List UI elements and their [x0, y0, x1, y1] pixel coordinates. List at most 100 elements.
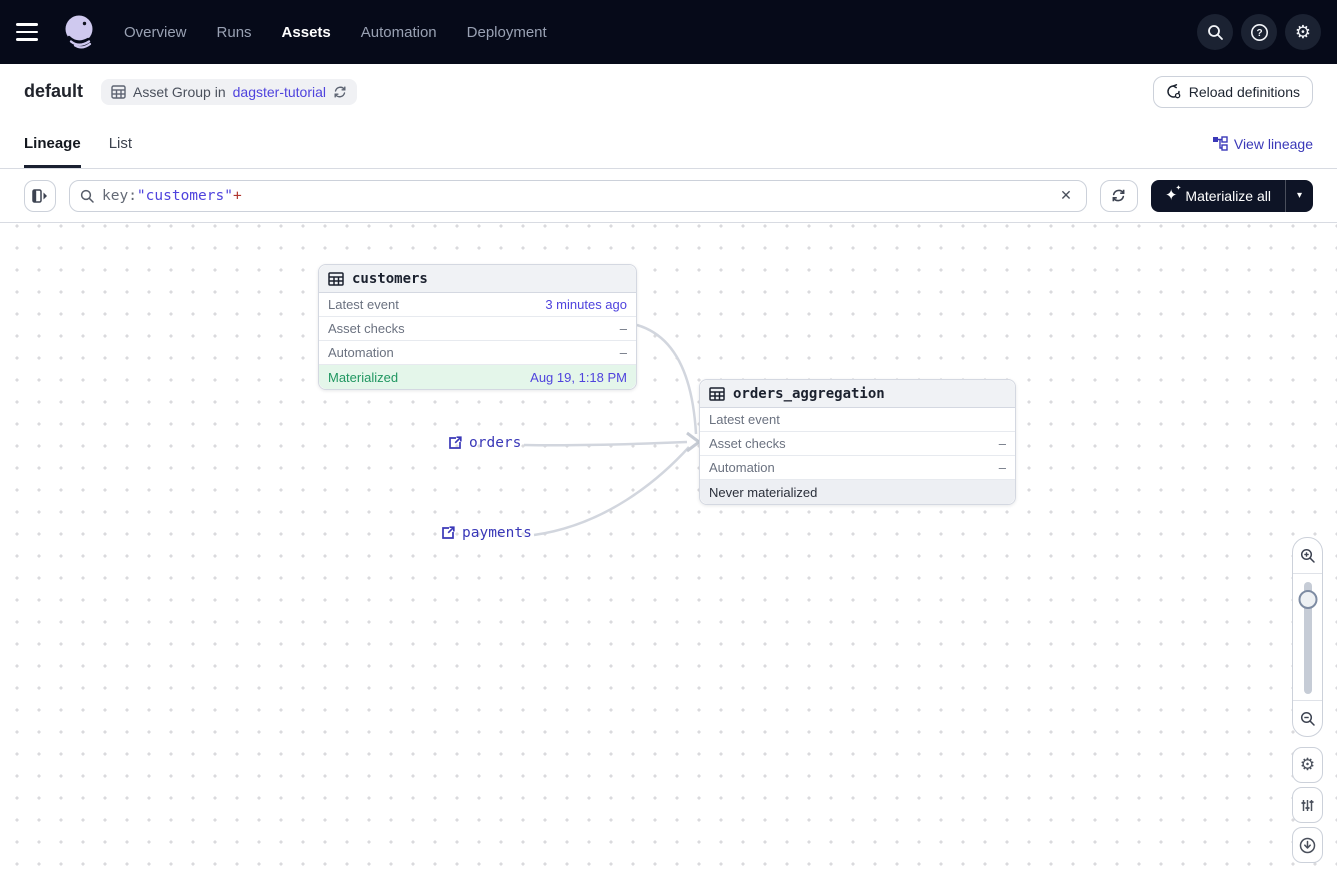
panel-expand-icon: [32, 188, 47, 203]
node-row-latest-event: Latest event 3 minutes ago: [319, 293, 636, 317]
search-icon: [80, 189, 94, 203]
materialize-all-button[interactable]: ✦ Materialize all: [1151, 180, 1285, 212]
query-key-token: key:: [102, 187, 137, 204]
never-materialized-label: Never materialized: [709, 484, 818, 500]
asset-node-header[interactable]: customers: [319, 265, 636, 293]
row-label: Latest event: [709, 412, 780, 427]
search-button[interactable]: [1197, 14, 1233, 50]
svg-text:?: ?: [1256, 28, 1262, 39]
external-asset-orders[interactable]: orders: [448, 435, 521, 451]
row-value: –: [619, 345, 627, 360]
node-row-asset-checks: Asset checks –: [319, 317, 636, 341]
edge-arrowhead: [686, 431, 701, 453]
dagster-logo[interactable]: [58, 10, 102, 54]
zoom-slider-knob[interactable]: [1298, 590, 1317, 609]
asset-group-badge: Asset Group in dagster-tutorial: [101, 78, 358, 105]
asset-group-icon: [111, 84, 126, 99]
nav-item-deployment[interactable]: Deployment: [466, 23, 547, 41]
query-plus-token: +: [232, 187, 242, 204]
table-icon: [328, 271, 344, 286]
zoom-out-button[interactable]: [1293, 700, 1322, 736]
arrow-down-circle-icon: [1299, 837, 1316, 853]
nav-item-runs[interactable]: Runs: [216, 23, 252, 41]
sync-icon[interactable]: [333, 85, 347, 99]
tab-list-label: List: [108, 135, 133, 152]
asset-node-header[interactable]: orders_aggregation: [700, 380, 1015, 408]
edge-customers-to-orders-aggregation: [636, 323, 698, 435]
zoom-out-icon: [1300, 711, 1315, 726]
lineage-edges: [523, 323, 701, 537]
search-query: key:"customers"+: [102, 188, 1048, 204]
page-title: default: [24, 81, 84, 101]
query-value-token: "customers": [136, 187, 233, 204]
nav-item-overview[interactable]: Overview: [124, 23, 187, 41]
expand-sidebar-button[interactable]: [24, 179, 56, 212]
materialized-timestamp-link[interactable]: Aug 19, 1:18 PM: [530, 369, 627, 385]
lineage-graph-canvas[interactable]: customers Latest event 3 minutes ago Ass…: [0, 223, 1337, 872]
help-button[interactable]: ?: [1241, 14, 1277, 50]
node-row-materialized: Materialized Aug 19, 1:18 PM: [319, 365, 636, 389]
clear-search-button[interactable]: ✕: [1060, 187, 1072, 203]
zoom-in-icon: [1300, 548, 1315, 563]
row-label: Asset checks: [328, 321, 405, 336]
zoom-in-button[interactable]: [1293, 538, 1322, 574]
view-lineage-link[interactable]: View lineage: [1212, 136, 1313, 152]
edge-orders-to-orders-aggregation: [523, 440, 688, 447]
asset-search-input[interactable]: key:"customers"+ ✕: [69, 179, 1087, 212]
tab-list[interactable]: List: [109, 119, 132, 168]
zoom-control: [1292, 537, 1323, 737]
search-icon: [1207, 24, 1223, 40]
node-row-automation: Automation –: [700, 456, 1015, 480]
gear-icon: ⚙: [1299, 755, 1316, 774]
node-row-latest-event: Latest event: [700, 408, 1015, 432]
node-row-asset-checks: Asset checks –: [700, 432, 1015, 456]
materialize-dropdown-button[interactable]: ▾: [1285, 179, 1313, 212]
zoom-slider[interactable]: [1293, 574, 1322, 700]
reload-icon: [1166, 84, 1181, 99]
view-lineage-label: View lineage: [1233, 135, 1313, 152]
node-row-automation: Automation –: [319, 341, 636, 365]
main-nav: Overview Runs Assets Automation Deployme…: [124, 24, 547, 41]
settings-button[interactable]: ⚙: [1285, 14, 1321, 50]
refresh-graph-button[interactable]: [1099, 179, 1138, 212]
asset-node-orders-aggregation[interactable]: orders_aggregation Latest event Asset ch…: [699, 379, 1016, 505]
hamburger-menu-icon[interactable]: [16, 16, 48, 48]
materialize-split-button: ✦ Materialize all ▾: [1150, 179, 1313, 212]
materialize-all-label: Materialize all: [1185, 187, 1271, 204]
external-asset-label: orders: [469, 435, 522, 451]
tab-lineage[interactable]: Lineage: [24, 119, 81, 168]
tabs-bar: Lineage List View lineage: [0, 119, 1337, 169]
reload-definitions-button[interactable]: Reload definitions: [1152, 75, 1313, 108]
nav-item-automation[interactable]: Automation: [360, 23, 437, 41]
gear-icon: ⚙: [1294, 21, 1312, 42]
help-icon: ?: [1250, 23, 1268, 41]
external-asset-payments[interactable]: payments: [441, 525, 532, 541]
asset-group-header: default Asset Group in dagster-tutorial …: [0, 64, 1337, 119]
lineage-toolbar: key:"customers"+ ✕ ✦ Materialize all ▾: [0, 169, 1337, 223]
external-link-icon: [449, 436, 462, 449]
asset-title: orders_aggregation: [733, 385, 885, 402]
nav-item-assets[interactable]: Assets: [281, 23, 331, 41]
latest-event-link[interactable]: 3 minutes ago: [545, 297, 627, 312]
chevron-down-icon: ▾: [1296, 190, 1303, 201]
dagster-octopus-icon: [65, 15, 93, 49]
zoom-slider-track[interactable]: [1303, 582, 1312, 694]
filters-icon: [1301, 799, 1314, 811]
edge-payments-to-orders-aggregation: [533, 446, 690, 537]
recenter-view-button[interactable]: [1292, 827, 1323, 863]
navbar-actions: ? ⚙: [1197, 14, 1321, 50]
code-location-link[interactable]: dagster-tutorial: [232, 83, 327, 100]
asset-title: customers: [352, 270, 428, 287]
row-label: Asset checks: [709, 436, 786, 451]
graph-filters-button[interactable]: [1292, 787, 1323, 823]
row-value: –: [998, 460, 1006, 475]
sparkle-icon: ✦: [1165, 185, 1181, 203]
graph-settings-button[interactable]: ⚙: [1292, 747, 1323, 783]
external-link-icon: [442, 526, 455, 539]
asset-node-customers[interactable]: customers Latest event 3 minutes ago Ass…: [318, 264, 637, 390]
node-row-never-materialized: Never materialized: [700, 480, 1015, 504]
row-label: Automation: [328, 345, 394, 360]
top-navbar: Overview Runs Assets Automation Deployme…: [0, 0, 1337, 64]
external-asset-label: payments: [462, 525, 532, 541]
materialized-status-label: Materialized: [328, 369, 399, 385]
